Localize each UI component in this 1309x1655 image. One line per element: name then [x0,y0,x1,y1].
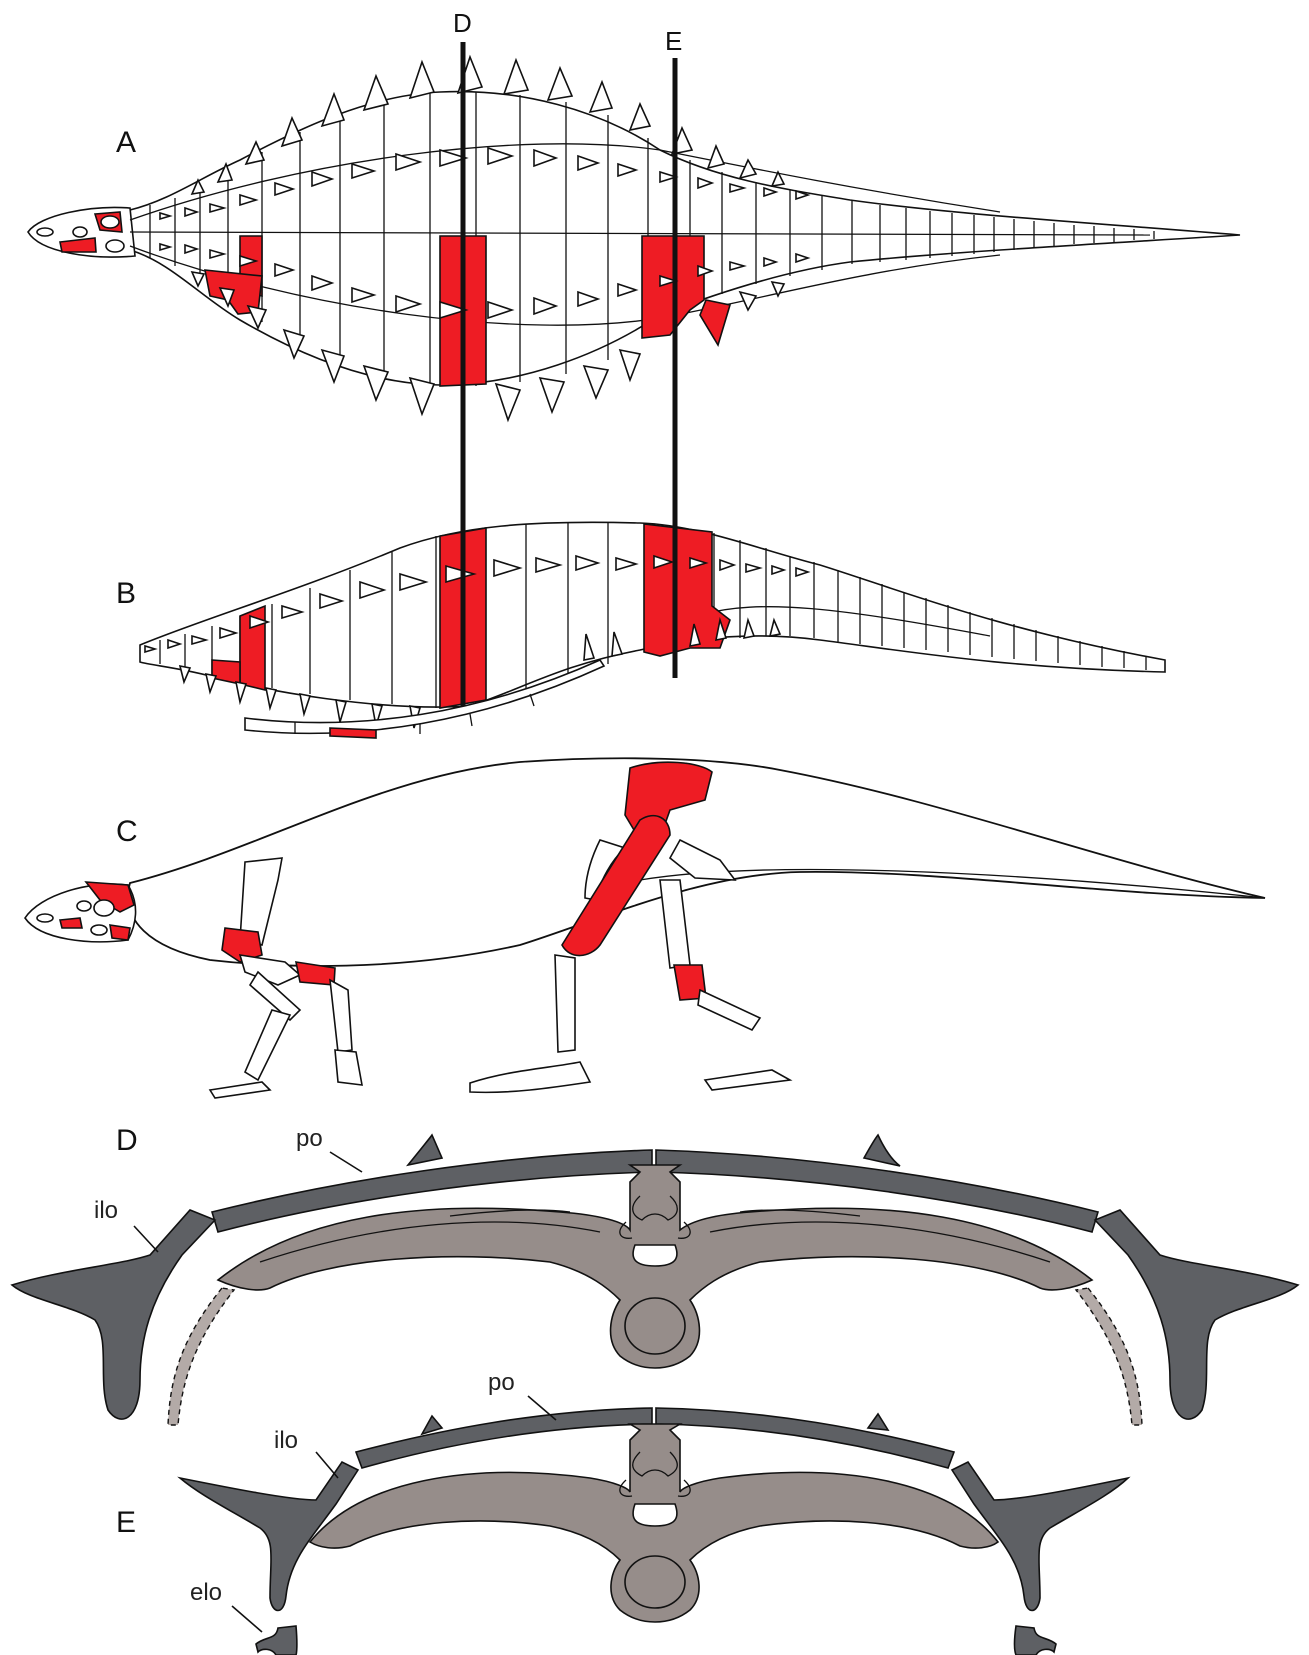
neural-canal-e [633,1504,677,1526]
skull-opening [73,227,87,237]
paramedian-keel-left-e [422,1416,442,1434]
preserved-ventral-strip [330,728,376,738]
skull-naris [37,914,53,922]
skull-opening [77,901,91,911]
section-label-e: E [665,26,682,56]
preserved-osteoderm-posterior-spike [700,300,730,345]
paramedian-osteoderm-right-e [656,1408,954,1468]
humerus [240,955,300,985]
skull-opening [37,228,53,236]
ulna [245,1010,290,1080]
panel-d-cross-section: D po ilo [12,1124,1298,1425]
elo-osteoderm-left [256,1626,297,1655]
paramedian-osteoderm-left-e [356,1408,652,1468]
panel-c-letter: C [116,815,138,848]
panel-e-letter: E [116,1506,136,1539]
rib-left [168,1288,234,1425]
panel-c-life-reconstruction: C [25,758,1265,1098]
panel-a-letter: A [116,126,136,159]
leader-ilo-e [316,1452,338,1478]
rib-right [1076,1288,1142,1425]
panel-b-letter: B [116,577,136,610]
label-po-e: po [488,1369,515,1396]
label-po-d: po [296,1125,323,1152]
panel-e-cross-section: E po ilo elo [116,1369,1128,1655]
manus-right [335,1050,362,1085]
skull-lateral-preserved-3 [60,918,82,928]
paramedian-keel-right-e [868,1414,888,1430]
pes-left [470,1062,590,1092]
vertebral-centrum [625,1298,685,1354]
preserved-lateral-anterior-low [212,660,240,684]
skull-opening [91,925,107,935]
skull-lateral-preserved-2 [110,925,130,940]
tibia [555,955,575,1052]
paramedian-keel-right [864,1135,900,1166]
neural-canal [633,1245,677,1266]
femur-preserved [562,816,670,956]
ischium [670,840,735,880]
skull-opening [106,240,124,252]
label-ilo-e: ilo [274,1427,298,1454]
panel-b-lateral-view: B [116,522,1165,738]
section-label-d: D [453,8,472,38]
leader-ilo-d [134,1226,158,1252]
leader-po-d [330,1152,362,1172]
label-elo-e: elo [190,1579,222,1606]
manus [210,1082,270,1098]
panel-d-letter: D [116,1124,138,1157]
pes-right [705,1070,790,1090]
tibia-right [698,990,760,1030]
panel-a-dorsal-view: A [28,57,1240,420]
label-ilo-d: ilo [94,1197,118,1224]
vertebral-centrum-e [625,1556,685,1608]
forearm [330,980,352,1052]
leader-elo-e [232,1606,262,1632]
skull-orbit [94,900,114,916]
paramedian-keel-left [408,1135,442,1165]
elo-osteoderm-right [1015,1626,1057,1655]
femur-right [660,880,690,968]
skull-opening [101,216,119,228]
